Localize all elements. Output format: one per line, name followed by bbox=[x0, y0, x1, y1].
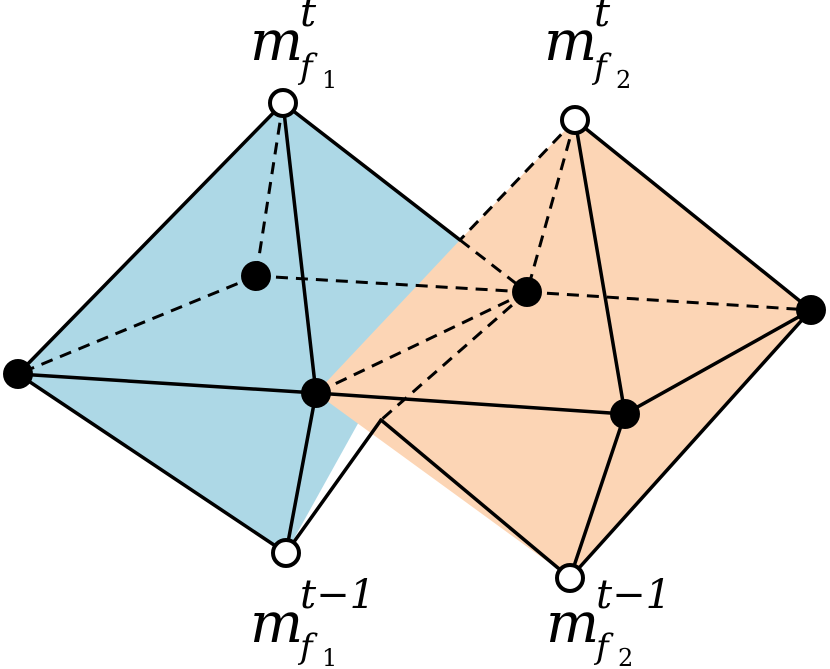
left-octahedron-edges bbox=[16, 101, 462, 555]
label-bottom-left: m t−1 f 1 bbox=[250, 572, 375, 669]
label-top-left-sub: f bbox=[297, 47, 318, 87]
vertex-bottom-left-open bbox=[271, 538, 301, 568]
vertex-left-side bbox=[3, 359, 33, 389]
label-top-right-base: m bbox=[544, 9, 597, 74]
left-octahedron-fill bbox=[18, 103, 460, 553]
label-bottom-right-sup: t−1 bbox=[596, 572, 671, 618]
vertex-right-front bbox=[610, 399, 640, 429]
label-top-left-sup: t bbox=[300, 0, 317, 36]
right-octahedron-edges bbox=[314, 118, 813, 580]
label-top-left: m t f 1 bbox=[250, 0, 337, 94]
right-octahedron-fill bbox=[316, 120, 811, 578]
label-top-left-subsub: 1 bbox=[322, 66, 337, 94]
vertex-bottom-right-open bbox=[555, 563, 585, 593]
label-bottom-left-subsub: 1 bbox=[322, 644, 337, 669]
label-bottom-right-sub: f bbox=[593, 627, 614, 667]
label-top-left-base: m bbox=[250, 9, 303, 74]
label-bottom-left-sub: f bbox=[297, 627, 318, 667]
label-top-right: m t f 2 bbox=[544, 0, 631, 94]
vertex-shared-front bbox=[301, 378, 331, 408]
vertex-right-back bbox=[512, 277, 542, 307]
vertex-top-left-open bbox=[268, 88, 298, 118]
label-top-right-sub: f bbox=[591, 47, 612, 87]
label-top-right-subsub: 2 bbox=[616, 66, 631, 94]
label-bottom-left-sup: t−1 bbox=[300, 572, 375, 618]
label-bottom-right-base: m bbox=[546, 591, 599, 656]
left-octahedron-hidden-edges bbox=[17, 102, 528, 376]
vertex-top-right-open bbox=[560, 105, 590, 135]
vertices bbox=[3, 88, 826, 593]
label-bottom-left-base: m bbox=[250, 591, 303, 656]
vertex-right-side bbox=[796, 295, 826, 325]
vertex-left-back bbox=[241, 261, 271, 291]
label-top-right-sup: t bbox=[594, 0, 611, 36]
label-bottom-right-subsub: 2 bbox=[618, 644, 633, 669]
